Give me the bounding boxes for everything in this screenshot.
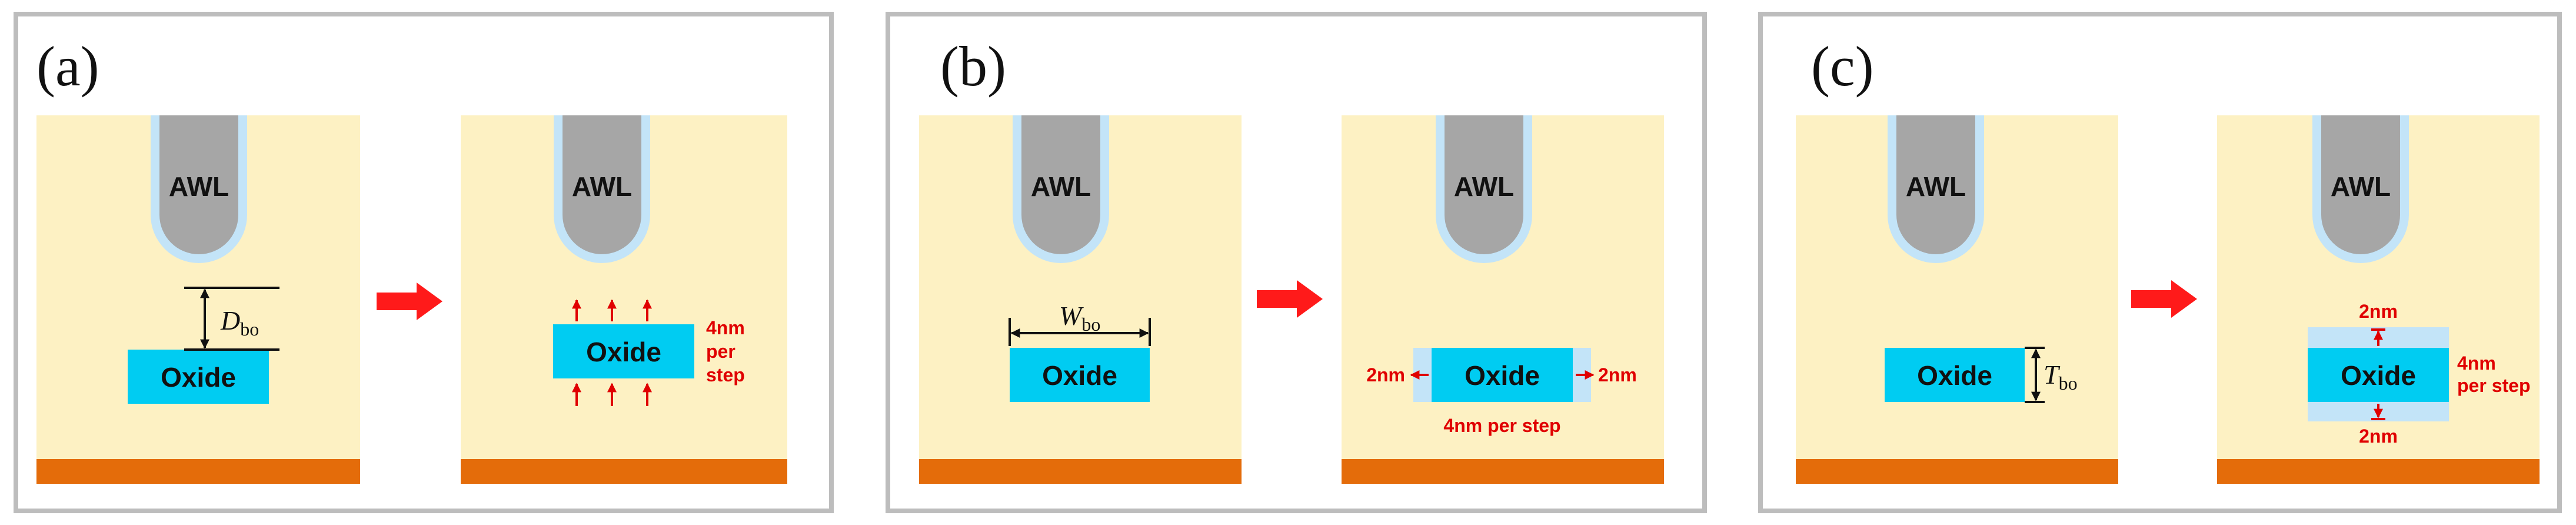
substrate-base bbox=[1796, 459, 2118, 484]
panel-b-label: (b) bbox=[940, 35, 1006, 98]
wordline-electrode bbox=[2321, 115, 2400, 254]
panel-b-before-scene: AWL Oxide Wbo bbox=[919, 115, 1242, 484]
top-growth-note: 2nm bbox=[2359, 301, 2398, 322]
wordline-electrode bbox=[1896, 115, 1975, 254]
buried-oxide bbox=[1885, 348, 2025, 402]
panel-a-label: (a) bbox=[36, 35, 99, 98]
substrate-base bbox=[2217, 459, 2540, 484]
oxide-label: Oxide bbox=[1042, 360, 1117, 391]
panel-a-before-scene: AWL Oxide Dbo bbox=[36, 115, 360, 484]
wordline-electrode bbox=[1445, 115, 1523, 254]
process-arrow bbox=[1257, 280, 1323, 318]
panel-a-after-scene: AWL Oxide 4nm per step bbox=[461, 115, 787, 484]
buried-oxide bbox=[2308, 348, 2449, 402]
panel-a: (a) AWL Oxide Dbo AWL Oxide bbox=[14, 12, 834, 513]
wordline-label: AWL bbox=[1906, 171, 1966, 202]
process-arrow-head bbox=[2171, 280, 2197, 318]
buried-oxide bbox=[1432, 348, 1573, 402]
step-annotation: 4nm per step bbox=[1443, 415, 1560, 436]
panel-c-label: (c) bbox=[1811, 35, 1874, 98]
oxide-label: Oxide bbox=[161, 362, 236, 393]
process-arrow-shaft bbox=[377, 293, 417, 310]
wordline-label: AWL bbox=[1031, 171, 1091, 202]
thickness-growth-markers bbox=[2371, 328, 2385, 420]
dimension-label: Dbo bbox=[220, 305, 259, 340]
process-arrow-head bbox=[1297, 280, 1323, 318]
dimension-label: Tbo bbox=[2044, 360, 2078, 394]
wordline-electrode bbox=[159, 115, 238, 254]
oxide-label: Oxide bbox=[1465, 360, 1540, 391]
wordline-label: AWL bbox=[169, 171, 229, 202]
buried-oxide bbox=[1010, 348, 1150, 402]
wordline-electrode bbox=[1021, 115, 1100, 254]
panel-c: (c) AWL Oxide Tbo AWL bbox=[1758, 12, 2562, 513]
step-annotation: 4nm per step bbox=[2457, 353, 2530, 396]
buried-oxide bbox=[128, 350, 269, 404]
panel-b: (b) AWL Oxide Wbo AWL bbox=[886, 12, 1707, 513]
bottom-growth-note: 2nm bbox=[2359, 426, 2398, 447]
substrate-base bbox=[36, 459, 360, 484]
wordline-label: AWL bbox=[572, 171, 632, 202]
process-arrow bbox=[2131, 280, 2197, 318]
panel-c-after-scene: AWL Oxide 2nm 2nm 4nm per step bbox=[2217, 115, 2540, 484]
wordline-label: AWL bbox=[2331, 171, 2391, 202]
right-growth-note: 2nm bbox=[1598, 364, 1637, 386]
wordline-electrode bbox=[563, 115, 641, 254]
substrate-base bbox=[919, 459, 1242, 484]
dimension-label: Wbo bbox=[1059, 301, 1100, 335]
panel-b-after-scene: AWL Oxide 2nm 2nm 4nm per step bbox=[1342, 115, 1664, 484]
shift-up-arrows bbox=[572, 299, 652, 406]
substrate-base bbox=[1342, 459, 1664, 484]
process-arrow bbox=[377, 283, 442, 320]
substrate-base bbox=[461, 459, 787, 484]
left-growth-note: 2nm bbox=[1366, 364, 1405, 386]
step-annotation: 4nm per step bbox=[706, 317, 750, 386]
process-arrow-shaft bbox=[1257, 290, 1297, 308]
oxide-label: Oxide bbox=[1917, 360, 1992, 391]
process-arrow-shaft bbox=[2131, 290, 2171, 308]
wordline-label: AWL bbox=[1454, 171, 1514, 202]
panel-c-before-scene: AWL Oxide Tbo bbox=[1796, 115, 2118, 484]
process-arrow-head bbox=[417, 283, 442, 320]
oxide-label: Oxide bbox=[586, 337, 661, 367]
buried-oxide bbox=[553, 324, 694, 378]
oxide-label: Oxide bbox=[2341, 360, 2416, 391]
